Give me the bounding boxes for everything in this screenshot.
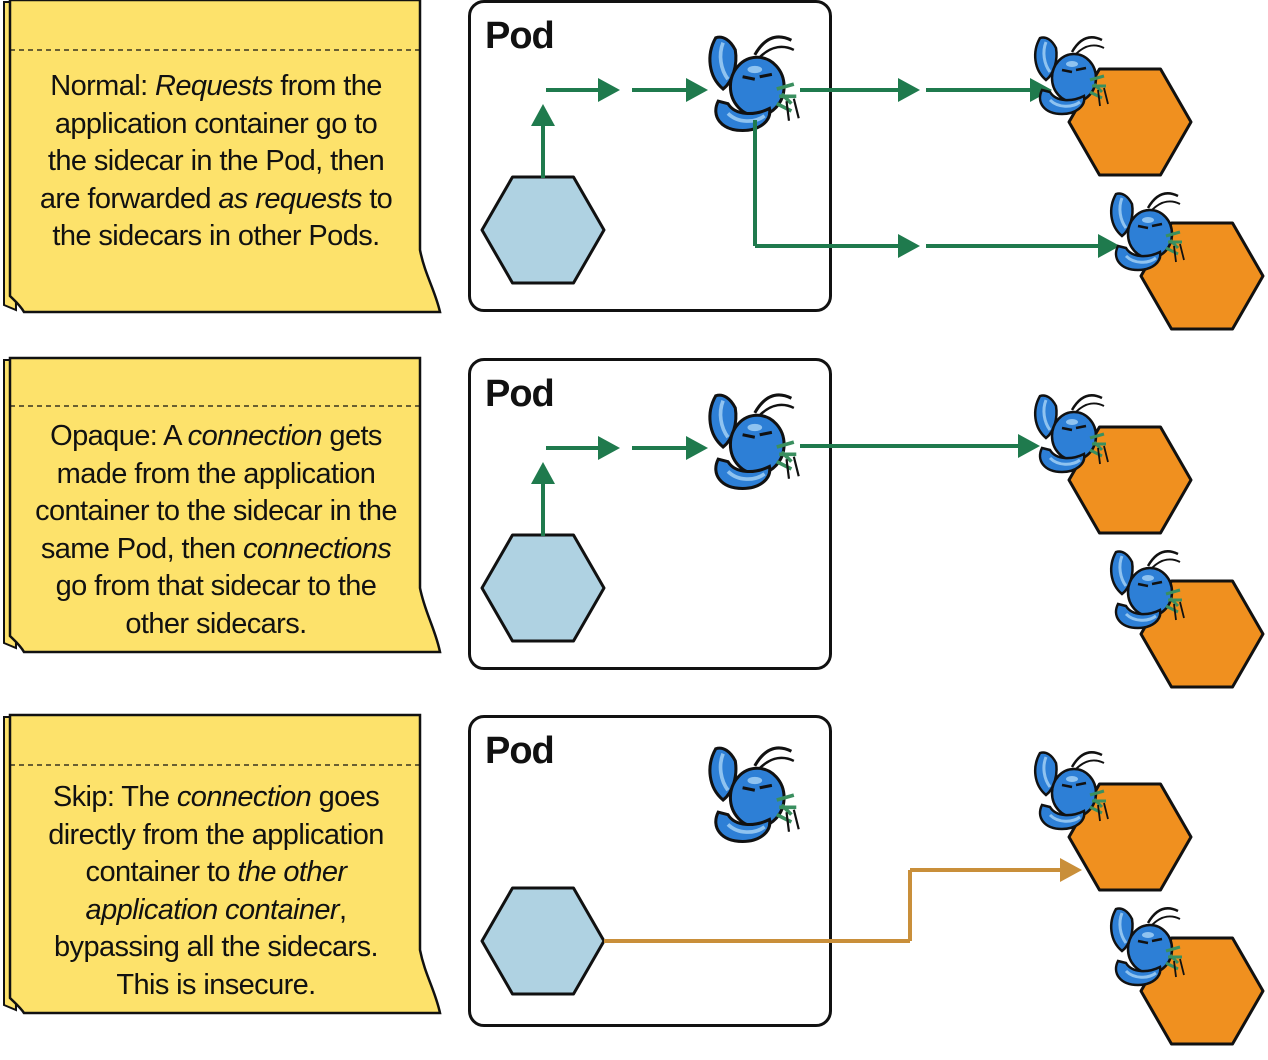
arrowhead xyxy=(686,78,708,102)
arrowhead xyxy=(898,78,920,102)
note-line: Normal: Requests from the xyxy=(50,70,382,102)
note-line: application container go to xyxy=(54,107,378,140)
note-line: same Pod, then connections xyxy=(40,532,392,565)
pod-label: Pod xyxy=(485,15,555,57)
note-line: bypassing all the sidecars. xyxy=(54,931,379,963)
note-line: go from that sidecar to the xyxy=(55,570,377,602)
arrowhead xyxy=(898,234,920,258)
note-text: Normal: Requests from the application con… xyxy=(14,68,418,256)
pod-box: Pod xyxy=(468,0,832,312)
flow-layer xyxy=(480,393,1265,689)
lobster-icon xyxy=(708,746,800,844)
app-container-hexagon xyxy=(480,175,606,285)
arrowhead xyxy=(598,78,620,102)
note-line: other sidecars. xyxy=(125,607,307,640)
arrowhead xyxy=(531,462,555,484)
note-paper xyxy=(8,713,442,1015)
lobster-icon xyxy=(708,35,800,133)
note-line: container to the sidecar in the xyxy=(35,495,397,527)
arrowhead xyxy=(686,436,708,460)
note-text: Skip: The connection goes directly from t… xyxy=(14,779,418,1004)
note-text: Opaque: A connection gets made from the a… xyxy=(14,418,418,643)
flow-layer xyxy=(480,35,1265,331)
arrowhead xyxy=(1018,434,1040,458)
note-line: directly from the application xyxy=(48,818,384,851)
note-line: This is insecure. xyxy=(116,968,316,1001)
app-container-hexagon xyxy=(480,886,606,996)
note-paper xyxy=(8,0,442,314)
note-line: Opaque: A connection gets xyxy=(50,420,382,452)
lobster-icon xyxy=(1109,907,1185,987)
panel-skip: Skip: The connection goes directly from t… xyxy=(0,713,1268,1060)
lobster-icon xyxy=(1109,192,1185,272)
lobster-icon xyxy=(1109,550,1185,630)
note-line: application container, xyxy=(85,893,348,926)
lobster-icon xyxy=(1033,36,1109,116)
panel-normal: Normal: Requests from the application con… xyxy=(0,0,1268,345)
note-line: made from the application xyxy=(56,457,376,490)
pod-label: Pod xyxy=(485,730,555,772)
note-line: are forwarded as requests to xyxy=(39,182,393,215)
note-line: container to the other xyxy=(85,856,347,888)
note-line: the sidecar in the Pod, then xyxy=(47,145,385,177)
note-line: Skip: The connection goes xyxy=(52,781,380,813)
lobster-icon xyxy=(1033,751,1109,831)
arrowhead xyxy=(531,104,555,126)
sticky-note xyxy=(3,713,442,1015)
arrowhead xyxy=(1060,858,1082,882)
sticky-note xyxy=(3,356,442,654)
note-line: the sidecars in other Pods. xyxy=(52,220,380,252)
note-paper xyxy=(8,356,442,654)
sticky-note xyxy=(3,0,442,314)
arrowhead xyxy=(1098,234,1120,258)
flow-layer xyxy=(480,746,1265,1046)
panel-opaque: Opaque: A connection gets made from the a… xyxy=(0,356,1268,703)
pod-label: Pod xyxy=(485,373,555,415)
lobster-icon xyxy=(708,393,800,491)
arrowhead xyxy=(598,436,620,460)
lobster-icon xyxy=(1033,394,1109,474)
app-container-hexagon xyxy=(480,533,606,643)
